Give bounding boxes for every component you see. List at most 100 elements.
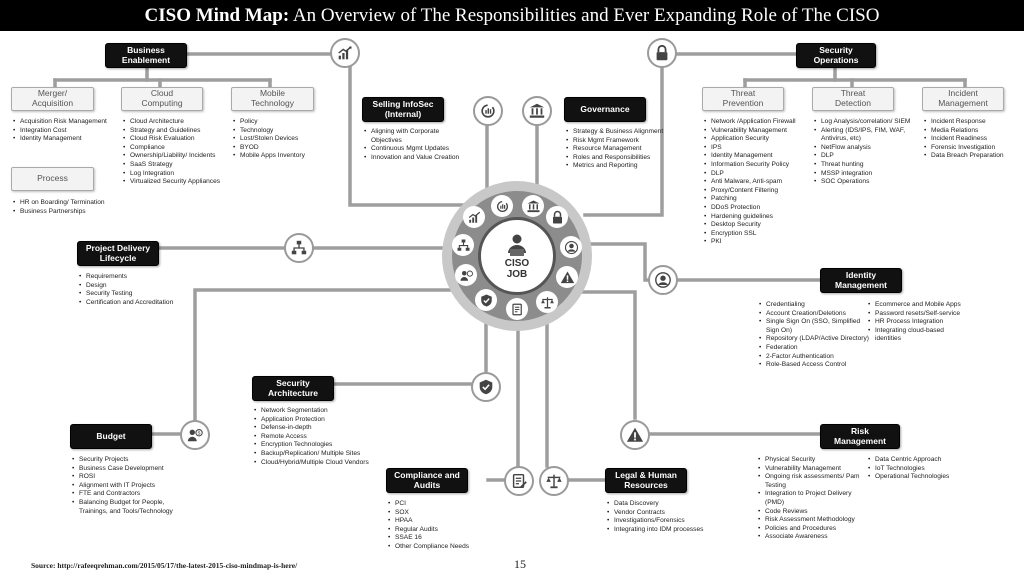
list-item: Cloud Architecture <box>123 118 222 127</box>
security-architecture-list: Network SegmentationApplication Protecti… <box>254 407 369 467</box>
budget-block: Budget <box>70 424 152 449</box>
threat-prevention-box: Threat Prevention <box>702 87 784 111</box>
hub-growth-chart-icon <box>463 206 485 228</box>
list-item: Mobile Apps Inventory <box>233 152 332 161</box>
list-item: IoT Technologies <box>868 465 975 474</box>
list-item: Metrics and Reporting <box>566 162 673 171</box>
ciso-person-icon <box>508 234 526 256</box>
list-item: IPS <box>704 144 807 153</box>
hub-cycle-icon <box>491 195 513 217</box>
security-architecture-block: Security Architecture <box>252 376 334 401</box>
business-enablement-block: Business Enablement <box>105 43 187 68</box>
hub-hierarchy-icon <box>452 234 474 256</box>
list-item: Single Sign On (SSO, Simplified Sign On) <box>759 318 869 335</box>
list-item: SOX <box>388 509 495 518</box>
list-item: SOC Operations <box>814 178 913 187</box>
list-item: Identity Management <box>704 152 807 161</box>
hub-warning-icon <box>556 266 578 288</box>
list-item: BYOD <box>233 144 332 153</box>
growth-chart-icon <box>330 38 360 68</box>
list-item: MSSP integration <box>814 170 913 179</box>
list-item: Aligning with Corporate Objectives <box>364 128 471 145</box>
process-list: HR on Boarding/ TerminationBusiness Part… <box>13 199 120 216</box>
project-delivery-block: Project Delivery Lifecycle <box>77 241 159 266</box>
list-item: Alerting (IDS/IPS, FIM, WAF, Antivirus, … <box>814 127 913 144</box>
list-item: Security Projects <box>72 456 179 465</box>
list-item: Log Integration <box>123 170 222 179</box>
list-item: Threat hunting <box>814 161 913 170</box>
hub-building-icon <box>522 195 544 217</box>
list-item: Code Reviews <box>758 508 868 517</box>
legal-hr-block: Legal & Human Resources <box>605 468 687 493</box>
process-box: Process <box>11 167 94 191</box>
list-item: Cloud Risk Evaluation <box>123 135 222 144</box>
list-item: Acquisition Risk Management <box>13 118 112 127</box>
risk-management-block: Risk Management <box>820 424 900 449</box>
list-item: Strategy and Guidelines <box>123 127 222 136</box>
list-item: DDoS Protection <box>704 204 807 213</box>
page-number: 15 <box>514 557 526 571</box>
list-item: 2-Factor Authentication <box>759 353 869 362</box>
list-item: Integration Cost <box>13 127 112 136</box>
list-item: Data Breach Preparation <box>924 152 1024 161</box>
building-icon <box>522 96 552 126</box>
list-item: NetFlow analysis <box>814 144 913 153</box>
title-bar: CISO Mind Map: An Overview of The Respon… <box>0 0 1024 31</box>
risk-list-col1: Physical SecurityVulnerability Managemen… <box>758 456 868 542</box>
incident-management-box: Incident Management <box>922 87 1004 111</box>
hub-user-icon <box>560 236 582 258</box>
list-item: HR on Boarding/ Termination <box>13 199 120 208</box>
list-item: Resource Management <box>566 145 673 154</box>
legal-list: Data DiscoveryVendor ContractsInvestigat… <box>607 500 714 534</box>
list-item: Strategy & Business Alignment <box>566 128 673 137</box>
list-item: Balancing Budget for People, Trainings, … <box>72 499 179 516</box>
list-item: Alignment with IT Projects <box>72 482 179 491</box>
list-item: Data Discovery <box>607 500 714 509</box>
list-item: Network /Application Firewall <box>704 118 807 127</box>
list-item: Integrating into IDM processes <box>607 526 714 535</box>
list-item: Compliance <box>123 144 222 153</box>
list-item: Business Case Development <box>72 465 179 474</box>
selling-list: Aligning with Corporate ObjectivesContin… <box>364 128 471 162</box>
lock-icon <box>647 38 677 68</box>
list-item: SaaS Strategy <box>123 161 222 170</box>
list-item: Investigations/Forensics <box>607 517 714 526</box>
list-item: Patching <box>704 195 807 204</box>
hub-checklist-icon <box>506 298 528 320</box>
mobile-technology-box: Mobile Technology <box>231 87 314 111</box>
list-item: Incident Response <box>924 118 1024 127</box>
identity-list-col1: CredentialingAccount Creation/DeletionsS… <box>759 301 869 370</box>
list-item: Business Partnerships <box>13 208 120 217</box>
list-item: Innovation and Value Creation <box>364 154 471 163</box>
list-item: Ecommerce and Mobile Apps <box>868 301 967 310</box>
risk-list-col2: Data Centric ApproachIoT TechnologiesOpe… <box>868 456 975 482</box>
shield-check-icon <box>471 372 501 402</box>
list-item: Repository (LDAP/Active Directory) <box>759 335 869 344</box>
title-rest: An Overview of The Responsibilities and … <box>289 5 880 26</box>
list-item: ROSI <box>72 473 179 482</box>
title-bold: CISO Mind Map: <box>144 5 290 26</box>
list-item: FTE and Contractors <box>72 490 179 499</box>
list-item: Security Testing <box>79 290 186 299</box>
list-item: Desktop Security <box>704 221 807 230</box>
hub-shield-icon <box>475 289 497 311</box>
list-item: PCI <box>388 500 495 509</box>
source-citation: Source: http://rafeeqrehman.com/2015/05/… <box>31 561 298 570</box>
list-item: Encryption SSL <box>704 230 807 239</box>
list-item: Account Creation/Deletions <box>759 310 869 319</box>
list-item: Encryption Technologies <box>254 441 369 450</box>
list-item: Hardening guidelines <box>704 213 807 222</box>
list-item: DLP <box>704 170 807 179</box>
threat-detection-box: Threat Detection <box>812 87 894 111</box>
identity-list-col2: Ecommerce and Mobile AppsPassword resets… <box>868 301 967 344</box>
cycle-icon <box>473 96 503 126</box>
governance-list: Strategy & Business AlignmentRisk Mgmt F… <box>566 128 673 171</box>
hub-center: CISO JOB <box>478 217 556 295</box>
identity-management-block: Identity Management <box>820 268 902 293</box>
list-item: Certification and Accreditation <box>79 299 186 308</box>
list-item: Vulnerability Management <box>704 127 807 136</box>
list-item: Virtualized Security Appliances <box>123 178 222 187</box>
svg-text:$: $ <box>198 431 201 437</box>
compliance-list: PCISOXHPAARegular AuditsSSAE 16Other Com… <box>388 500 495 552</box>
list-item: Anti Malware, Anti-spam <box>704 178 807 187</box>
